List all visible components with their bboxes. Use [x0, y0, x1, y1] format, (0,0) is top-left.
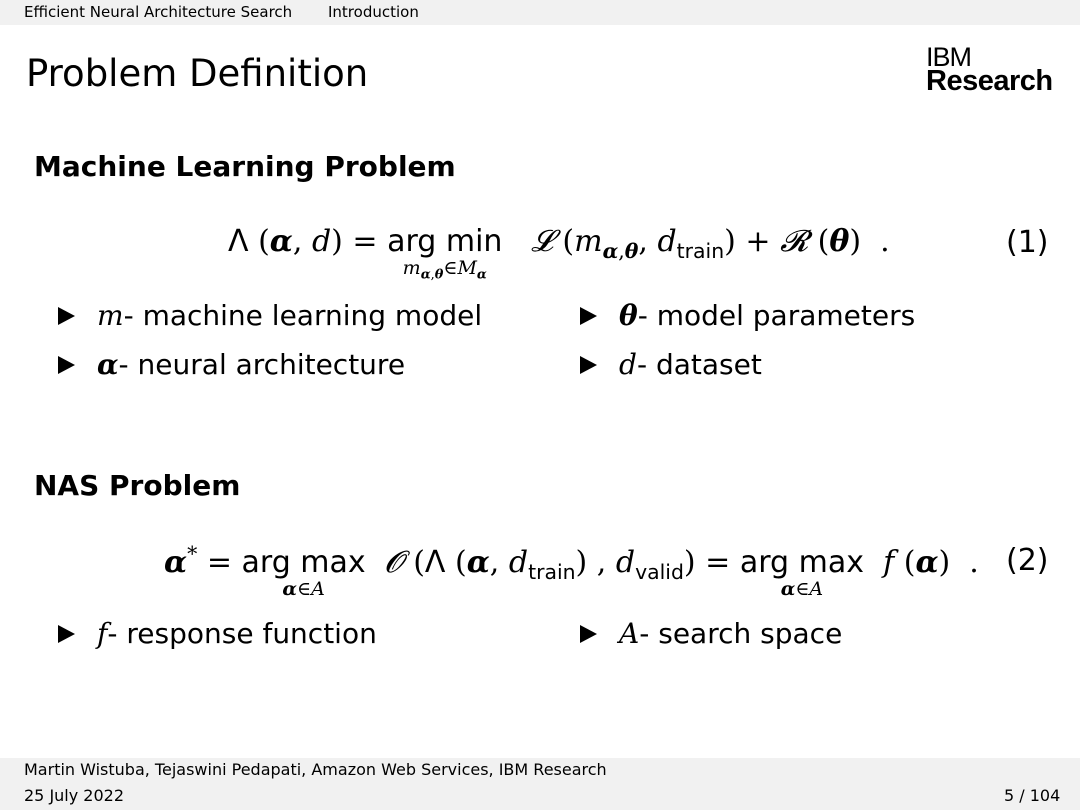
ibm-research-logo: IBM Research	[926, 44, 1053, 96]
bullet-triangle-icon	[58, 306, 75, 325]
bullet-triangle-icon	[58, 355, 75, 374]
bullet-triangle-icon	[580, 355, 597, 374]
eq2-subscript-2: α∈A	[780, 578, 824, 601]
top-bar: Efficient Neural Architecture Search Int…	[0, 0, 1080, 25]
bullet-A: A - search space	[580, 617, 842, 650]
ml-problem-heading: Machine Learning Problem	[34, 150, 456, 183]
bullet-d: d - dataset	[580, 348, 762, 381]
eq2-rhs: f (α) .	[883, 545, 979, 581]
footer-authors: Martin Wistuba, Tejaswini Pedapati, Amaz…	[24, 760, 607, 779]
eq2-lhs: α* =	[164, 542, 242, 581]
equation-1-number: (1)	[1006, 225, 1049, 260]
equation-2-number: (2)	[1006, 543, 1049, 578]
eq2-argmax-2: arg max α∈A	[739, 545, 864, 601]
bullet-m: m - machine learning model	[58, 299, 482, 332]
bullet-triangle-icon	[580, 306, 597, 325]
eq1-rhs: 𝓛 (mα,θ, dtrain) + 𝓡 (θ) .	[531, 224, 890, 264]
page-title: Problem Definition	[26, 52, 369, 95]
page-number: 5 / 104	[1004, 786, 1061, 805]
eq1-argmin: arg min mα,θ∈Mα	[387, 224, 503, 283]
bullet-theta: θ - model parameters	[580, 299, 915, 332]
bullet-triangle-icon	[58, 624, 75, 643]
eq2-argmax-1: arg max α∈A	[241, 545, 366, 601]
bullet-alpha: α - neural architecture	[58, 348, 405, 381]
eq2-subscript-1: α∈A	[282, 578, 325, 601]
equation-1: Λ (α, d) = arg min mα,θ∈Mα 𝓛 (mα,θ, dtra…	[228, 224, 890, 283]
equation-2: α* = arg max α∈A 𝓞 (Λ (α, dtrain) , dval…	[164, 542, 979, 601]
section-link[interactable]: Introduction	[328, 3, 419, 21]
bullet-f: f - response function	[58, 617, 377, 650]
footer: Martin Wistuba, Tejaswini Pedapati, Amaz…	[0, 758, 1080, 810]
eq1-subscript: mα,θ∈Mα	[402, 257, 487, 283]
nas-problem-heading: NAS Problem	[34, 469, 241, 502]
bullet-triangle-icon	[580, 624, 597, 643]
eq1-lhs: Λ (α, d) =	[228, 224, 388, 259]
logo-line-2: Research	[926, 65, 1053, 97]
eq2-middle: 𝓞 (Λ (α, dtrain) , dvalid) =	[384, 545, 740, 585]
logo-line-1: IBM	[926, 42, 972, 72]
footer-date: 25 July 2022	[24, 786, 125, 805]
talk-title-link[interactable]: Efficient Neural Architecture Search	[24, 3, 293, 21]
